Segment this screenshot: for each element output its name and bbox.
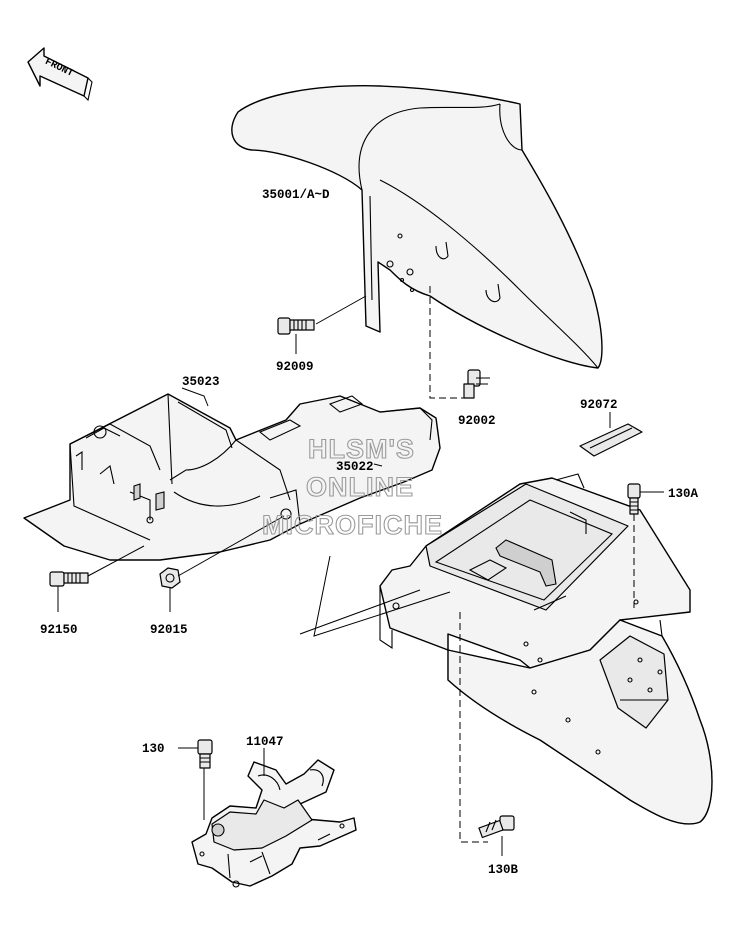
label-35022: 35022 — [336, 460, 374, 474]
label-92009: 92009 — [276, 360, 314, 374]
bolt-130B — [478, 815, 515, 839]
bolt-92009 — [277, 317, 315, 335]
bracket-11047 — [191, 759, 357, 888]
front-fender-35001 — [231, 85, 603, 369]
label-130: 130 — [142, 742, 165, 756]
bolt-92002 — [463, 369, 488, 399]
label-11047: 11047 — [246, 735, 284, 749]
label-92072: 92072 — [580, 398, 618, 412]
front-arrow-icon: FRONT — [27, 47, 93, 102]
bolt-130A — [627, 483, 641, 515]
bolt-92150 — [49, 571, 89, 587]
label-92002: 92002 — [458, 414, 496, 428]
watermark-line1: HLSM'S — [308, 434, 415, 464]
rear-flap-35023 — [23, 393, 441, 561]
label-92150: 92150 — [40, 623, 78, 637]
label-92015: 92015 — [150, 623, 188, 637]
label-35023: 35023 — [182, 375, 220, 389]
label-130A: 130A — [668, 487, 699, 501]
label-35001: 35001/A~D — [262, 188, 330, 202]
strap-92072 — [579, 423, 643, 457]
bolt-130 — [197, 739, 213, 769]
watermark-line2: ONLINE — [306, 472, 414, 502]
watermark-line3: MICROFICHE — [262, 510, 443, 540]
watermark: HLSM'S ONLINE MICROFICHE — [261, 433, 443, 540]
label-130B: 130B — [488, 863, 519, 877]
rear-fender-35022 — [379, 473, 713, 825]
nut-92015 — [159, 567, 181, 589]
